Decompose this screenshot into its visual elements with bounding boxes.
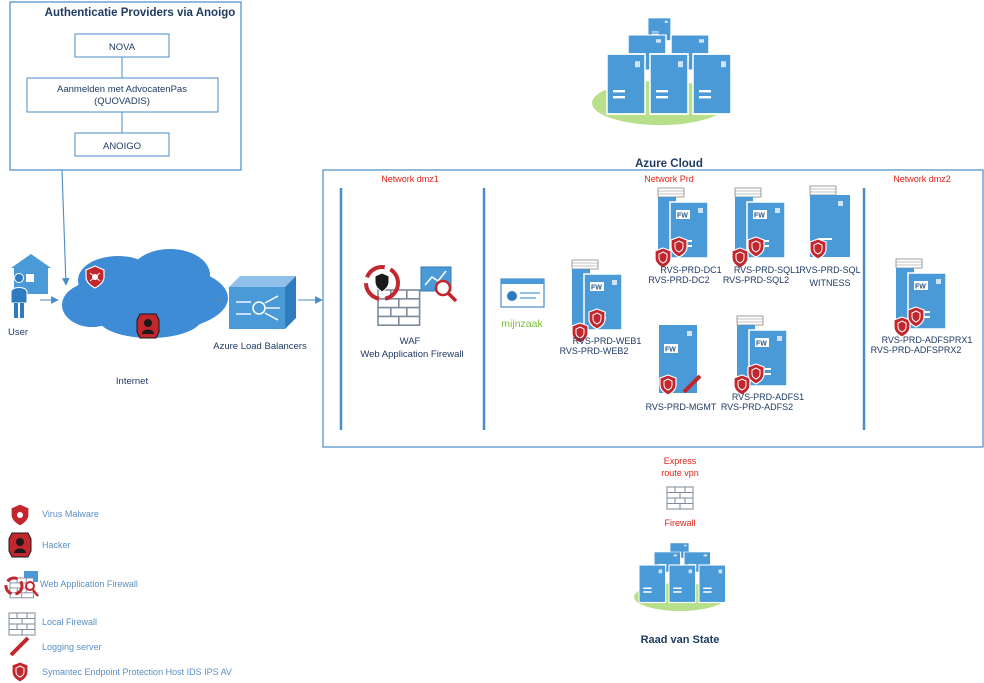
server-label-sql2: RVS-PRD-SQL2 xyxy=(723,275,789,285)
server-label-adfsprx2: RVS-PRD-ADFSPRX2 xyxy=(871,345,962,355)
server-label-web2: RVS-PRD-WEB2 xyxy=(560,346,629,356)
legend: Virus Malware Hacker Web Application Fir… xyxy=(4,503,232,683)
waf-title: WAF xyxy=(400,336,421,347)
network-dmz2-label: Network dmz2 xyxy=(893,174,951,184)
legend-local-firewall-label: Local Firewall xyxy=(42,617,97,627)
mijnzaak-label: mijnzaak xyxy=(501,318,543,330)
azure-server-farm xyxy=(592,17,732,125)
legend-logging-icon xyxy=(9,636,30,657)
legend-waf-icon xyxy=(4,571,39,599)
legend-virus-label: Virus Malware xyxy=(42,509,99,519)
azure-cloud-box xyxy=(322,169,984,448)
nova-label: NOVA xyxy=(109,42,136,53)
load-balancer-icon xyxy=(229,276,296,329)
legend-waf-label: Web Application Firewall xyxy=(40,579,138,589)
svg-text:FW: FW xyxy=(665,347,676,354)
advocatenpas-label-1: Aanmelden met AdvocatenPas xyxy=(57,84,187,95)
waf-icon xyxy=(364,265,458,327)
express-firewall-label: Firewall xyxy=(664,518,695,528)
internet-label: Internet xyxy=(116,376,149,387)
hacker-icon xyxy=(136,313,160,339)
legend-virus-icon xyxy=(10,503,30,527)
server-label-web1: RVS-PRD-WEB1 xyxy=(573,336,642,346)
server-label-adfs1: RVS-PRD-ADFS1 xyxy=(732,392,804,402)
legend-symantec-label: Symantec Endpoint Protection Host IDS IP… xyxy=(42,667,232,677)
virus-malware-icon xyxy=(85,265,105,289)
server-sql[interactable] xyxy=(731,187,786,269)
server-label-sql-witness-1: RVS-PRD-SQL xyxy=(799,265,860,275)
raad-van-state-servers xyxy=(634,542,727,611)
server-adfsprx[interactable] xyxy=(893,258,947,338)
legend-hacker-label: Hacker xyxy=(42,540,71,550)
server-label-adfsprx1: RVS-PRD-ADFSPRX1 xyxy=(882,335,973,345)
server-web[interactable] xyxy=(571,259,623,344)
auth-providers-box: Authenticatie Providers via Anoigo NOVA … xyxy=(9,1,242,171)
express-firewall-icon xyxy=(666,486,694,510)
user-icon xyxy=(10,254,51,318)
web-app-icon[interactable] xyxy=(500,278,545,308)
legend-symantec-icon xyxy=(11,661,29,683)
server-label-mgmt: RVS-PRD-MGMT xyxy=(646,402,717,412)
azure-cloud-title: Azure Cloud xyxy=(635,158,703,170)
legend-local-firewall-icon xyxy=(8,612,36,636)
anoigo-label: ANOIGO xyxy=(103,141,141,152)
waf-subtitle: Web Application Firewall xyxy=(360,349,463,360)
network-dmz1-label: Network dmz1 xyxy=(381,174,439,184)
server-label-sql1: RVS-PRD-SQL1 xyxy=(734,265,800,275)
server-label-dc2: RVS-PRD-DC2 xyxy=(648,275,709,285)
legend-hacker-icon xyxy=(8,532,32,558)
server-label-adfs2: RVS-PRD-ADFS2 xyxy=(721,402,793,412)
server-sql-witness[interactable] xyxy=(809,185,850,260)
server-mgmt[interactable]: FW xyxy=(659,325,702,396)
auth-to-internet-line xyxy=(61,169,70,286)
express-route-line2: route vpn xyxy=(661,468,699,478)
network-prd-label: Network Prd xyxy=(644,174,694,184)
logging-pen-icon xyxy=(682,374,702,394)
legend-logging-label: Logging server xyxy=(42,642,102,652)
load-balancer-label: Azure Load Balancers xyxy=(213,341,307,352)
advocatenpas-label-2: (QUOVADIS) xyxy=(94,96,150,107)
server-adfs[interactable] xyxy=(733,315,788,396)
server-label-sql-witness-2: WITNESS xyxy=(809,278,850,288)
server-dc[interactable] xyxy=(654,187,709,269)
user-label: User xyxy=(8,327,28,338)
express-route-line1: Express xyxy=(664,456,697,466)
auth-providers-title: Authenticatie Providers via Anoigo xyxy=(45,7,236,19)
server-label-dc1: RVS-PRD-DC1 xyxy=(660,265,721,275)
anoigo-box[interactable] xyxy=(74,132,170,157)
raad-van-state-label: Raad van State xyxy=(641,634,720,646)
